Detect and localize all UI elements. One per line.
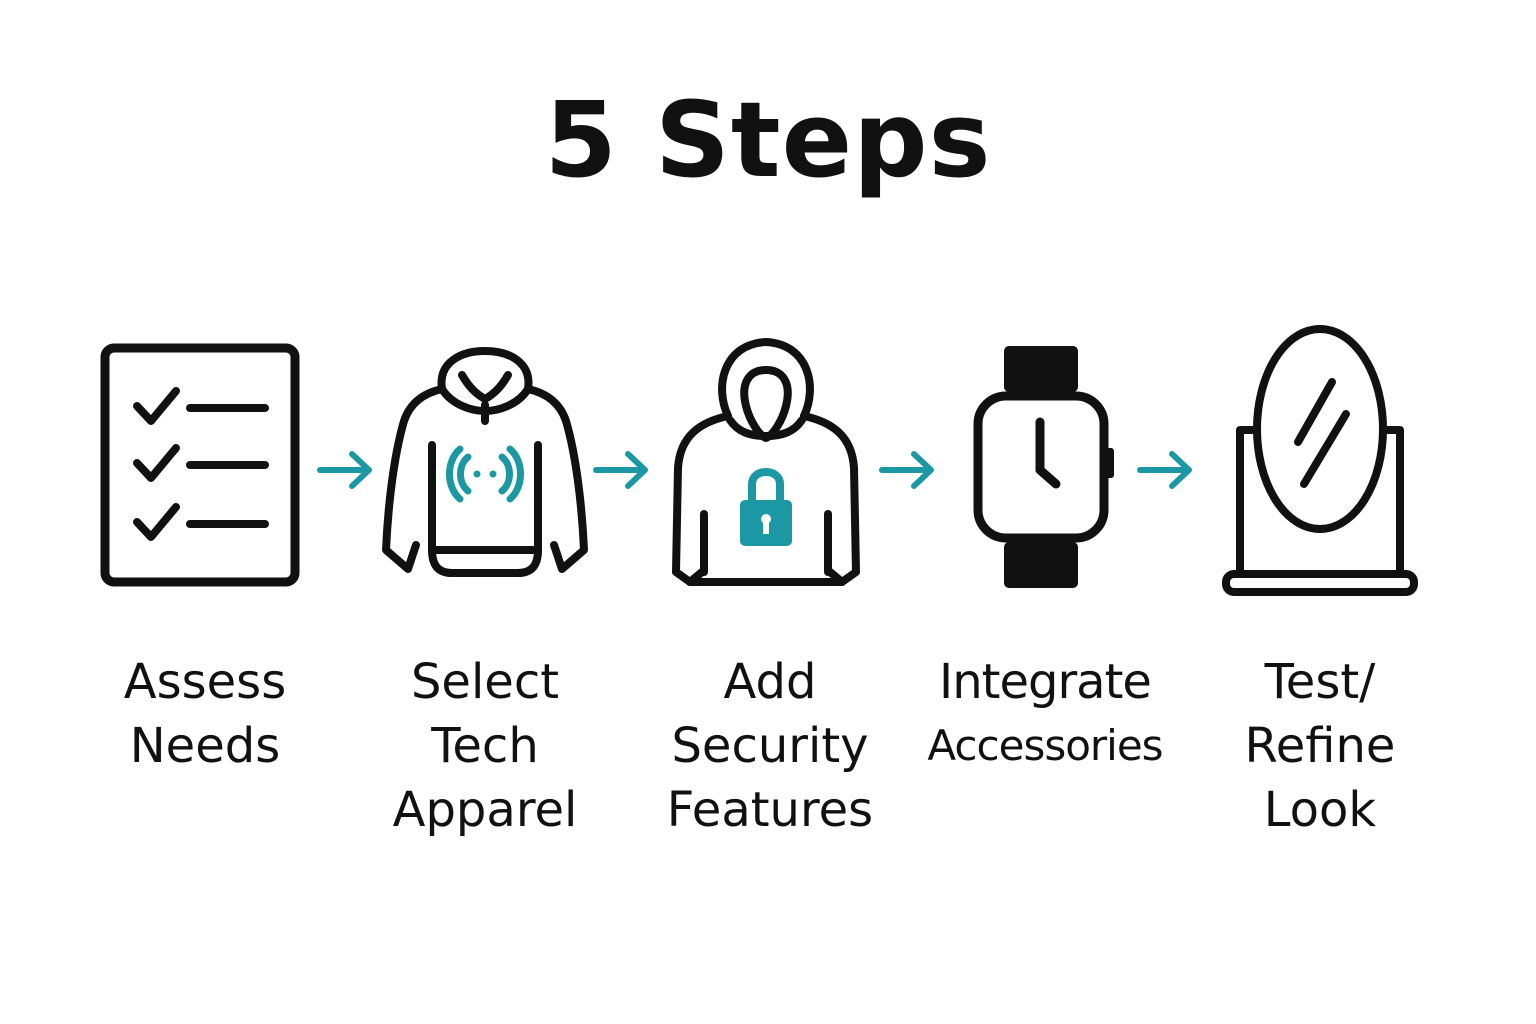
step-label-line: Test/ <box>1264 654 1376 710</box>
smartwatch-icon <box>973 346 1114 588</box>
checklist-icon <box>100 343 300 587</box>
step-label-line: Tech <box>431 718 539 774</box>
mirror-icon <box>1222 325 1418 596</box>
step-label-line: Security <box>671 718 869 774</box>
tech-hoodie-icon <box>382 347 588 577</box>
step-label-line: Select <box>410 654 560 710</box>
arrow-icon-4 <box>1137 451 1192 489</box>
step-label-line: Assess <box>123 654 287 710</box>
arrow-icon-1 <box>317 451 372 489</box>
step-label-line: Needs <box>129 718 281 774</box>
arrow-icon-2 <box>593 451 648 489</box>
step-label-test-refine-look: Test/ Refine Look <box>1195 650 1445 842</box>
diagram-title: 5 Steps <box>544 79 992 201</box>
security-hoodie-icon <box>672 338 860 586</box>
step-label-add-security-features: Add Security Features <box>640 650 900 842</box>
step-label-line: Refine <box>1244 718 1396 774</box>
step-label-line: Integrate <box>939 654 1152 710</box>
step-label-line: Accessories <box>927 721 1163 770</box>
step-label-line: Look <box>1263 782 1377 838</box>
step-label-assess-needs: Assess Needs <box>80 650 330 778</box>
step-label-line: Add <box>723 654 817 710</box>
step-label-integrate-accessories: Integrate Accessories <box>900 650 1190 778</box>
step-label-select-tech-apparel: Select Tech Apparel <box>360 650 610 842</box>
arrow-icon-3 <box>879 451 934 489</box>
step-label-line: Features <box>666 782 874 838</box>
step-label-line: Apparel <box>392 782 578 838</box>
